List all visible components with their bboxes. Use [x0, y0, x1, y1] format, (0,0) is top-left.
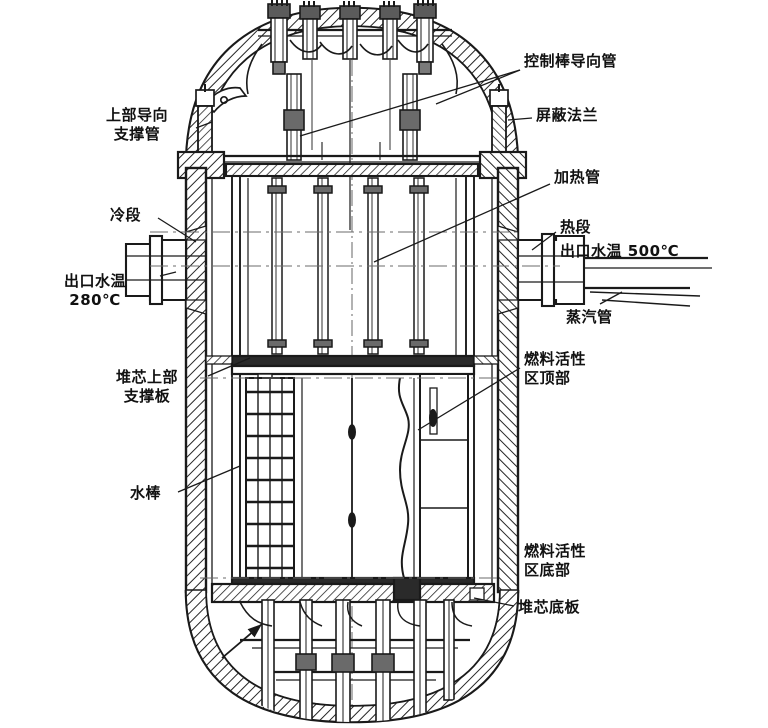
label-water-rod: 水棒 [130, 484, 162, 502]
cold-leg-nozzle [124, 225, 207, 315]
label-fuel-active-zone-top: 燃料活性 区顶部 [524, 350, 587, 388]
label-core-bottom-plate: 堆芯底板 [518, 598, 581, 616]
crdm-nozzle [339, 1, 361, 60]
label-steam-pipe: 蒸汽管 [566, 308, 613, 326]
label-fuel-active-zone-bottom: 燃料活性 区底部 [524, 542, 587, 580]
leader-shielding-flange [507, 117, 533, 121]
leader-water-rod [177, 465, 241, 493]
label-shielding-flange: 屏蔽法兰 [536, 106, 599, 124]
water-rod-lattice [245, 377, 295, 579]
crdm-nozzle [267, 0, 291, 75]
label-cold-leg-outlet-temperature: 出口水温 280℃ [64, 272, 127, 310]
core-instrument-stem [347, 378, 356, 578]
core-bottom-plate [210, 576, 496, 604]
leader-core-bottom-plate [473, 597, 515, 607]
leader-cold-leg [157, 217, 197, 243]
core-region [245, 373, 469, 579]
core-shroud-profile [398, 377, 410, 579]
upper-guide-support-tubes [283, 60, 421, 230]
vessel-bottom-wall-hatch [185, 589, 519, 723]
leader-hot-leg [531, 231, 557, 251]
label-core-upper-support-plate: 堆芯上部 支撑板 [116, 368, 179, 406]
leader-cold-leg-temp [159, 271, 177, 277]
lower-plenum-flow-arrow [221, 623, 263, 659]
leader-control-rod-guide-tube [299, 69, 521, 137]
crdm-nozzle-group [246, 0, 458, 95]
crdm-nozzle [413, 0, 437, 75]
hot-leg-nozzle [497, 225, 712, 315]
crdm-nozzle [379, 1, 401, 60]
label-hot-leg: 热段 [560, 218, 592, 236]
datum-lines [150, 231, 560, 579]
leader-heating-tube [373, 183, 551, 263]
leader-core-upper-support-plate [207, 357, 251, 377]
closure-flange [176, 150, 528, 180]
bottom-penetrations [239, 599, 473, 722]
callout-leaders [157, 69, 623, 607]
leader-steam-pipe [599, 291, 623, 305]
fuel-assembly-box [419, 373, 469, 579]
heating-tube-column [409, 177, 429, 355]
label-cold-leg: 冷段 [110, 206, 142, 224]
head-lifting-lug [204, 86, 248, 114]
vessel-cylindrical-shell [184, 166, 520, 594]
label-control-rod-guide-tube: 控制棒导向管 [524, 52, 618, 70]
leader-fuel-zone-top [417, 367, 521, 431]
label-hot-leg-outlet-temperature: 出口水温 500℃ [560, 242, 680, 260]
crdm-nozzle [299, 1, 321, 60]
label-upper-guide-support-tube: 上部导向 支撑管 [106, 106, 169, 144]
label-heating-tube: 加热管 [554, 168, 601, 186]
leader-upper-guide-support-tube [195, 121, 213, 129]
